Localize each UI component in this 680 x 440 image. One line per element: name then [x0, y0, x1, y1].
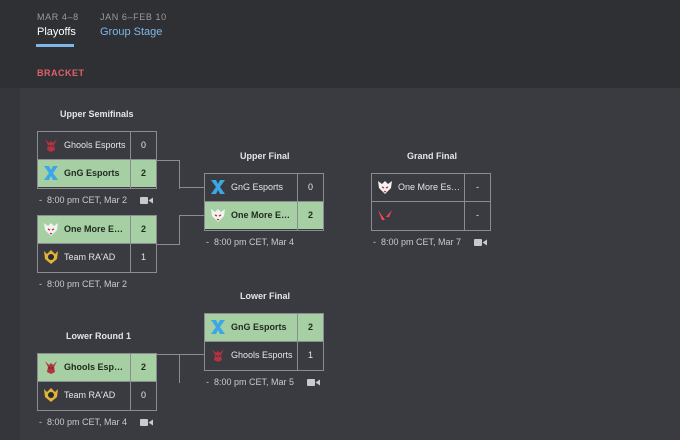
team-score: 2: [307, 210, 313, 220]
row-divider: [372, 201, 490, 202]
team-row: Ghools Esports 0: [38, 132, 156, 159]
team-score: -: [476, 210, 479, 220]
bracket-connector: [179, 187, 204, 189]
team-row-winner: GnG Esports 2: [205, 314, 323, 341]
match-lower-final[interactable]: GnG Esports 2 Ghools Esports 1: [204, 313, 324, 371]
team-score: 1: [140, 252, 146, 262]
team-name: GnG Esports: [231, 322, 287, 332]
tab-playoffs-label: Playoffs: [37, 26, 76, 38]
team-score: 0: [140, 140, 146, 150]
bracket-connector: [179, 354, 204, 356]
match-lower-round-1[interactable]: Ghools Esports 2 Team RA'AD 0: [37, 353, 157, 411]
team-name: Ghools Esports: [64, 362, 128, 372]
team-name: One More Esports: [231, 210, 295, 220]
team-score: 2: [307, 322, 313, 332]
match-upper-semifinal-1[interactable]: Ghools Esports 0 GnG Esports 2: [37, 131, 157, 189]
team-score: 2: [140, 362, 146, 372]
team-row: Team RA'AD 0: [38, 382, 156, 409]
match-time: - 8:00 pm CET, Mar 2: [39, 279, 128, 289]
valorant-logo-icon: [376, 206, 394, 224]
video-camera-icon[interactable]: [140, 418, 153, 427]
team-row-winner: One More Esports 2: [38, 216, 156, 243]
round-title-upper-semifinals: Upper Semifinals: [60, 109, 134, 119]
score-divider: [297, 174, 298, 230]
score-divider: [297, 314, 298, 370]
team-score: -: [476, 182, 479, 192]
team-raad-logo-icon: [42, 386, 60, 404]
ghools-logo-icon: [42, 136, 60, 154]
team-score: 2: [140, 224, 146, 234]
video-camera-icon[interactable]: [307, 378, 320, 387]
score-divider: [130, 132, 131, 188]
one-more-logo-icon: [42, 220, 60, 238]
team-row-winner: GnG Esports 2: [38, 160, 156, 187]
team-row: GnG Esports 0: [205, 174, 323, 201]
active-tab-indicator: [36, 44, 74, 47]
team-raad-logo-icon: [42, 248, 60, 266]
bracket-connector: [179, 215, 204, 217]
tab-playoffs[interactable]: MAR 4–8 Playoffs: [37, 12, 79, 38]
one-more-logo-icon: [209, 206, 227, 224]
round-title-lower-round-1: Lower Round 1: [66, 331, 131, 341]
team-score: 1: [307, 350, 313, 360]
team-name: Team RA'AD: [64, 390, 116, 400]
gng-logo-icon: [42, 164, 60, 182]
team-name: GnG Esports: [64, 168, 120, 178]
video-camera-icon[interactable]: [474, 238, 487, 247]
row-divider: [38, 159, 156, 160]
team-row-tbd: -: [372, 202, 490, 229]
round-title-lower-final: Lower Final: [240, 291, 291, 301]
gng-logo-icon: [209, 318, 227, 336]
team-score: 0: [140, 390, 146, 400]
team-name: Ghools Esports: [231, 350, 293, 360]
match-time: - 8:00 pm CET, Mar 4: [39, 417, 128, 427]
section-header: [0, 48, 680, 88]
score-divider: [464, 174, 465, 230]
team-row-winner: One More Esports 2: [205, 202, 323, 229]
team-name: GnG Esports: [231, 182, 284, 192]
team-row: One More Esports -: [372, 174, 490, 201]
tab-playoffs-dates: MAR 4–8: [37, 12, 79, 22]
match-time: - 8:00 pm CET, Mar 5: [206, 377, 295, 387]
score-divider: [130, 354, 131, 410]
tab-group-stage-label: Group Stage: [100, 26, 163, 38]
ghools-logo-icon: [209, 346, 227, 364]
match-time: - 8:00 pm CET, Mar 2: [39, 195, 128, 205]
tab-group-stage[interactable]: JAN 6–FEB 10 Group Stage: [100, 12, 167, 38]
team-name: One More Esports: [64, 224, 128, 234]
match-grand-final[interactable]: One More Esports - -: [371, 173, 491, 231]
row-divider: [205, 201, 323, 202]
row-divider: [38, 381, 156, 382]
match-time: - 8:00 pm CET, Mar 4: [206, 237, 295, 247]
team-name: One More Esports: [398, 182, 462, 192]
team-row: Team RA'AD 1: [38, 244, 156, 271]
match-upper-final[interactable]: GnG Esports 0 One More Esports 2: [204, 173, 324, 231]
round-title-grand-final: Grand Final: [407, 151, 458, 161]
tab-group-stage-dates: JAN 6–FEB 10: [100, 12, 167, 22]
one-more-logo-icon: [376, 178, 394, 196]
team-score: 0: [307, 182, 313, 192]
round-title-upper-final: Upper Final: [240, 151, 290, 161]
match-time: - 8:00 pm CET, Mar 7: [373, 237, 462, 247]
team-name: Ghools Esports: [64, 140, 126, 150]
team-row-winner: Ghools Esports 2: [38, 354, 156, 381]
ghools-logo-icon: [42, 358, 60, 376]
row-divider: [205, 341, 323, 342]
bracket-connector: [157, 354, 180, 383]
team-row: Ghools Esports 1: [205, 342, 323, 369]
section-label: BRACKET: [37, 68, 85, 78]
team-score: 2: [140, 168, 146, 178]
bracket-connector: [157, 160, 180, 189]
video-camera-icon[interactable]: [140, 196, 153, 205]
top-navigation: [0, 0, 680, 48]
gng-logo-icon: [209, 178, 227, 196]
score-divider: [130, 216, 131, 272]
bracket-connector: [157, 215, 180, 245]
row-divider: [38, 243, 156, 244]
match-upper-semifinal-2[interactable]: One More Esports 2 Team RA'AD 1: [37, 215, 157, 273]
team-name: Team RA'AD: [64, 252, 116, 262]
